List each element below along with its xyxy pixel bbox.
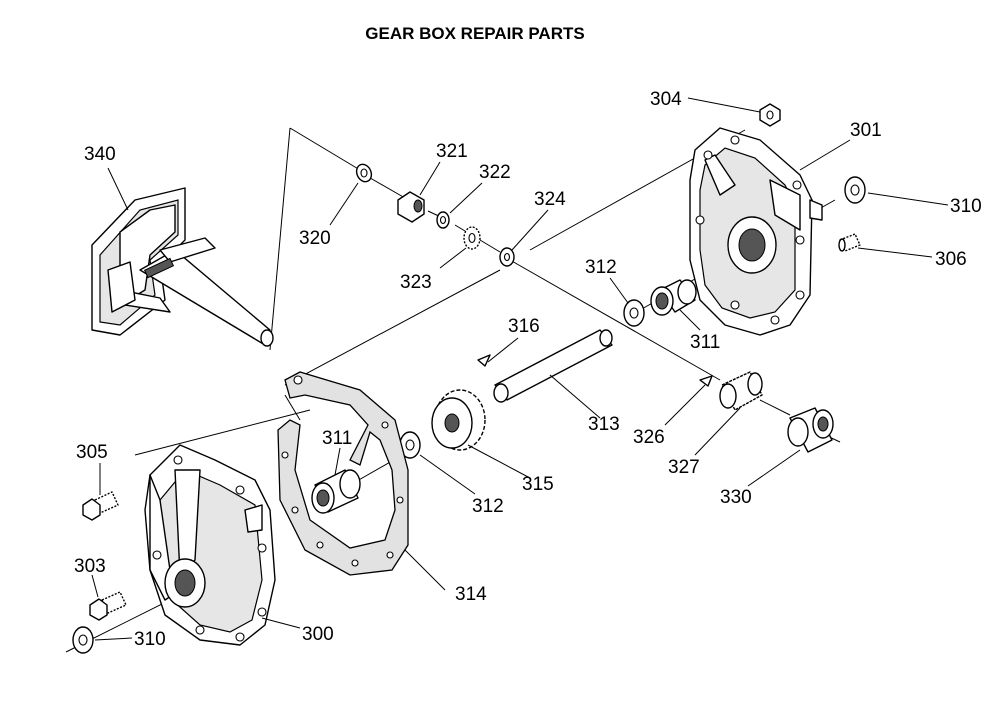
part-311-bushing-lower[interactable]	[311, 469, 361, 514]
leader-lines	[91, 97, 949, 641]
label-314: 314	[455, 584, 487, 605]
part-340-shaft-assembly[interactable]	[91, 187, 274, 347]
part-321-spacer[interactable]	[397, 191, 425, 223]
label-311-lower: 311	[322, 428, 352, 449]
part-326-key[interactable]	[699, 375, 713, 387]
label-320: 320	[299, 228, 331, 249]
label-311-upper: 311	[690, 332, 720, 353]
part-316-key[interactable]	[477, 354, 491, 367]
part-324-washer[interactable]	[499, 247, 515, 267]
part-301-gear-case-right[interactable]	[689, 127, 823, 336]
label-313: 313	[588, 414, 620, 435]
label-326: 326	[633, 427, 665, 448]
label-312-lower: 312	[472, 496, 504, 517]
part-330-bushing[interactable]	[787, 407, 834, 453]
part-322-washer[interactable]	[436, 211, 450, 229]
label-316: 316	[508, 316, 540, 337]
part-313-worm-shaft[interactable]	[493, 329, 613, 403]
label-324: 324	[534, 189, 566, 210]
part-323-lock-washer[interactable]	[463, 226, 481, 250]
part-304-nut[interactable]	[759, 103, 781, 127]
label-304: 304	[650, 89, 682, 110]
part-310-washer-right[interactable]	[844, 176, 866, 204]
label-322: 322	[479, 162, 511, 183]
part-305-bolt[interactable]	[82, 491, 119, 521]
part-306-set-screw[interactable]	[838, 233, 861, 252]
part-320-washer[interactable]	[354, 162, 374, 184]
label-312-upper: 312	[585, 257, 617, 278]
part-300-gear-case-left[interactable]	[144, 444, 276, 646]
part-311-bushing-upper[interactable]	[650, 279, 697, 316]
part-312-washer-upper[interactable]	[623, 299, 645, 327]
label-340: 340	[84, 144, 116, 165]
label-323: 323	[400, 272, 432, 293]
part-labels: 304 301 310 306 340 321 322 324 320 323 …	[74, 89, 982, 650]
label-305: 305	[76, 442, 108, 463]
part-327-worm-gear[interactable]	[719, 371, 763, 411]
label-327: 327	[668, 457, 700, 478]
label-310-left: 310	[134, 629, 166, 650]
part-314-gasket[interactable]	[277, 371, 409, 576]
label-300: 300	[302, 624, 334, 645]
label-306: 306	[935, 249, 967, 270]
label-321: 321	[436, 141, 468, 162]
part-315-spur-gear[interactable]	[431, 389, 486, 451]
part-303-bolt[interactable]	[89, 591, 127, 621]
label-301: 301	[850, 120, 882, 141]
part-312-washer-lower[interactable]	[399, 431, 421, 459]
label-330: 330	[720, 487, 752, 508]
label-310-right: 310	[950, 196, 982, 217]
part-310-washer-left[interactable]	[72, 626, 94, 654]
label-315: 315	[522, 474, 554, 495]
diagram-title: GEAR BOX REPAIR PARTS	[365, 24, 585, 43]
label-303: 303	[74, 556, 106, 577]
